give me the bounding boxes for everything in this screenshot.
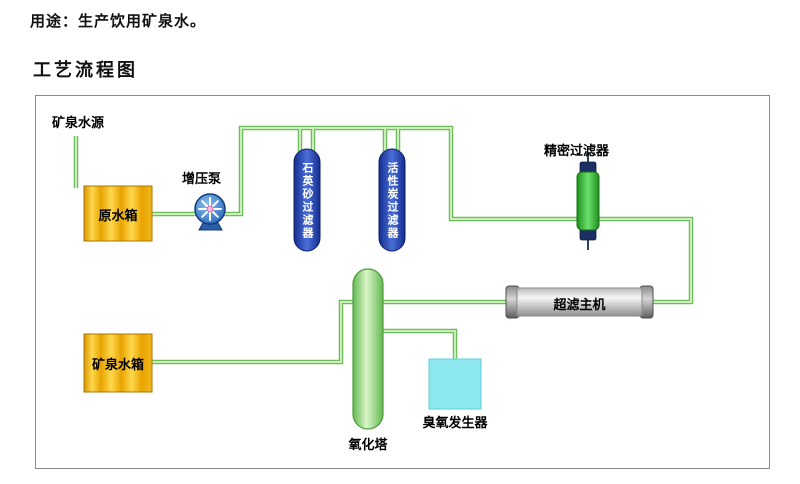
raw-tank-label: 原水箱 <box>98 208 138 223</box>
ozone-generator-label: 臭氧发生器 <box>422 415 488 430</box>
oxidation-tower-vessel <box>352 268 384 430</box>
ultrafiltration-unit <box>505 285 654 319</box>
ozone-generator-box <box>428 358 482 410</box>
quartz-filter-label: 石英砂过滤器 <box>301 162 313 240</box>
precision-filter-vessel <box>576 152 600 250</box>
uf-unit-label: 超滤主机 <box>553 297 606 312</box>
precision-filter-label: 精密过滤器 <box>544 143 610 158</box>
mineral-water-tank <box>83 333 153 393</box>
usage-text: 用途：生产饮用矿泉水。 <box>30 13 207 30</box>
diagram-canvas <box>73 125 694 430</box>
section-title: 工艺流程图 <box>33 60 138 80</box>
raw-water-tank <box>83 185 153 242</box>
mineral-tank-label: 矿泉水箱 <box>91 357 144 372</box>
activated-carbon-filter-vessel <box>378 148 406 252</box>
booster-pump <box>194 193 226 231</box>
quartz-sand-filter-vessel <box>293 148 321 252</box>
booster-pump-label: 增压泵 <box>182 171 222 186</box>
carbon-filter-label: 活性炭过滤器 <box>386 162 398 240</box>
pipe-network <box>73 125 694 365</box>
oxidation-tower-label: 氧化塔 <box>348 437 388 452</box>
source-label: 矿泉水源 <box>52 115 105 130</box>
process-flow-diagram: 矿泉水源 原水箱 增压泵 石英砂过滤器 活性炭过滤器 精密过滤器 超滤主机 矿泉… <box>35 95 770 469</box>
